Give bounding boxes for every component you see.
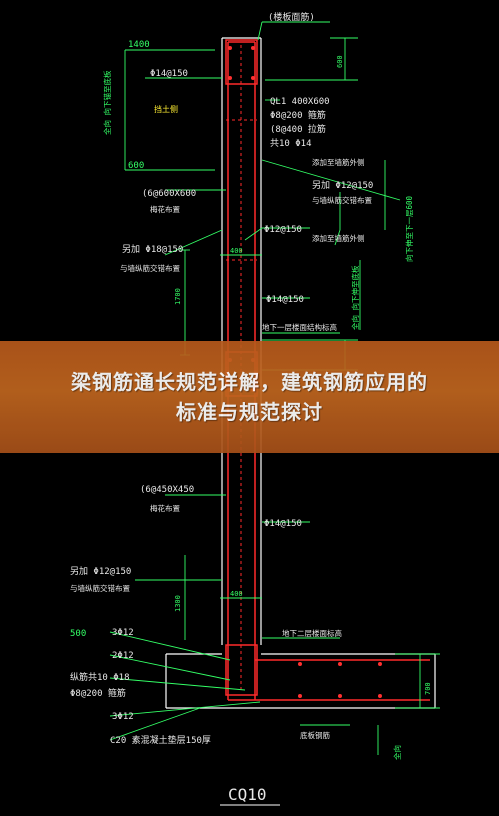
label-mid-note: 地下一层楼面结构标高 xyxy=(262,322,337,332)
dim-1700: 1700 xyxy=(174,288,182,305)
label-base7: 地下二层楼面标高 xyxy=(282,628,342,638)
label-phi12: Φ12@150 xyxy=(264,225,302,235)
label-left7: 另加 Φ12@150 xyxy=(70,566,131,577)
label-base1: 3Φ12 xyxy=(112,628,134,638)
banner-title-line1: 梁钢筋通长规范详解，建筑钢筋应用的 xyxy=(71,370,428,394)
label-phi14-c: Φ14@150 xyxy=(264,519,302,529)
dim-1300: 1300 xyxy=(174,595,182,612)
dim-400b: 400 xyxy=(230,590,243,598)
banner-title-line2: 标准与规范探讨 xyxy=(176,400,323,424)
dim-right-top: 600 xyxy=(336,55,344,68)
label-base8: 底板钢筋 xyxy=(300,730,330,740)
label-left1: (6@600X600 xyxy=(142,189,196,199)
dim-500: 500 xyxy=(70,629,86,639)
label-sep2: 另加 Φ12@150 xyxy=(312,180,373,191)
label-base5: 3Φ12 xyxy=(112,712,134,722)
dim-700: 700 xyxy=(424,682,432,695)
label-left2: 梅花布置 xyxy=(150,204,180,214)
label-base6: C20 素混凝土垫层150厚 xyxy=(110,734,211,746)
label-left6: 梅花布置 xyxy=(150,503,180,513)
label-left4: 与墙纵筋交错布置 xyxy=(120,263,180,273)
label-left8: 与墙纵筋交错布置 xyxy=(70,583,130,593)
dim-400a: 400 xyxy=(230,247,243,255)
vert-note-2: 向下伸至下一层600 xyxy=(404,195,414,262)
vert-note-3: 全向 向下伸至底板 xyxy=(350,265,360,330)
dim-600: 600 xyxy=(128,161,144,171)
label-phi14-b: Φ14@150 xyxy=(266,295,304,305)
label-yellow-tag: 挡土侧 xyxy=(154,104,178,114)
drawing-title: CQ10 xyxy=(228,785,267,804)
label-base3: 纵筋共10 Φ18 xyxy=(70,671,130,683)
label-ql1: QL1 400X600 xyxy=(270,97,330,107)
label-ql1-c: (8@400 拉筋 xyxy=(270,123,326,135)
label-phi14-a: Φ14@150 xyxy=(150,69,188,79)
label-sep1: 添加至墙筋外侧 xyxy=(312,157,365,167)
vert-note-4: 全向 xyxy=(392,745,402,760)
label-sep4: 添加至墙筋外侧 xyxy=(312,233,365,243)
dim-1400: 1400 xyxy=(128,40,150,50)
label-base2: 2Φ12 xyxy=(112,651,134,661)
label-base4: Φ8@200 箍筋 xyxy=(70,687,126,699)
title-banner: 梁钢筋通长规范详解，建筑钢筋应用的 标准与规范探讨 xyxy=(0,341,499,453)
label-ql1-b: Φ8@200 箍筋 xyxy=(270,109,326,121)
vert-note-1: 全向 向下锚至底板 xyxy=(102,70,112,135)
label-sep3: 与墙纵筋交错布置 xyxy=(312,195,372,205)
label-left3: 另加 Φ18@150 xyxy=(122,244,183,255)
label-ql1-d: 共10 Φ14 xyxy=(270,138,312,149)
label-top-note: (楼板面筋) xyxy=(268,11,315,23)
label-left5: (6@450X450 xyxy=(140,485,194,495)
